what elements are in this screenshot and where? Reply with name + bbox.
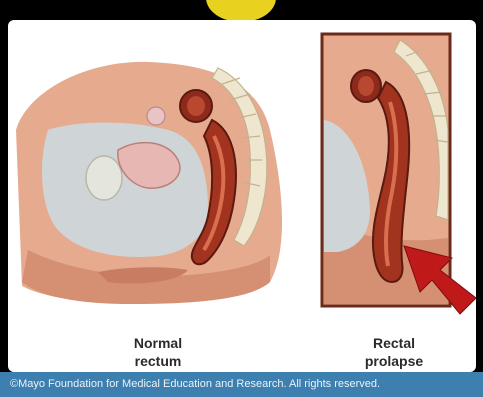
normal-rectum-label: Normal rectum bbox=[98, 334, 218, 370]
prolapse-label-line1: Rectal bbox=[334, 334, 454, 352]
illustration-panel: Normal rectum Rectal prolapse bbox=[8, 20, 476, 372]
normal-label-line1: Normal bbox=[98, 334, 218, 352]
yellow-banner-fragment bbox=[206, 0, 276, 22]
normal-rectum-illustration bbox=[16, 62, 282, 304]
anatomy-illustrations bbox=[8, 20, 476, 372]
copyright-footer: ©Mayo Foundation for Medical Education a… bbox=[0, 372, 483, 397]
prolapse-label-line2: prolapse bbox=[334, 352, 454, 370]
rectal-prolapse-label: Rectal prolapse bbox=[334, 334, 454, 370]
normal-label-line2: rectum bbox=[98, 352, 218, 370]
